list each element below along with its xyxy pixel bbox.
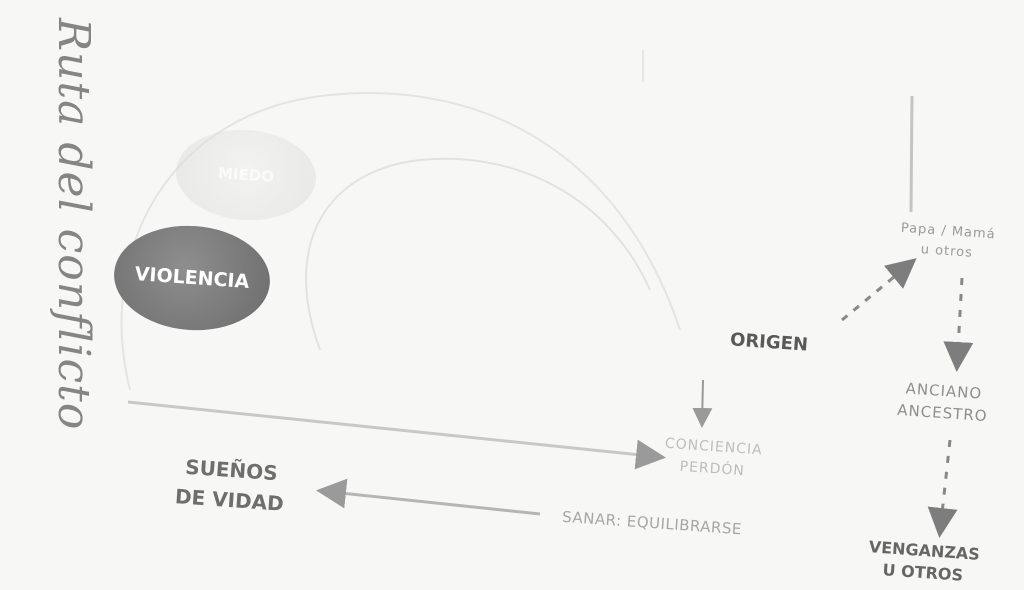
- origin-down-arrow: [692, 379, 713, 428]
- parents-label: Papa / Mamá u otros: [899, 219, 996, 266]
- awareness-label: CONCIENCIA PERDÓN: [663, 433, 764, 484]
- parents-to-elder-arrow: [943, 277, 974, 372]
- dreams-label: SUEÑOS DE VIDAD: [174, 451, 287, 518]
- elder-label: ANCIANO ANCESTRO: [897, 377, 990, 427]
- faint-arc-inner: [305, 157, 651, 351]
- heal-to-dreams-arrow: [316, 478, 541, 516]
- elder-to-revenge-arrow: [927, 439, 958, 538]
- revenge-label: VENGANZAS U OTROS: [867, 536, 981, 588]
- parents-vertical-line: [909, 95, 914, 213]
- violence-label: VIOLENCIA: [134, 263, 250, 293]
- origin-to-parents-arrow: [841, 258, 917, 322]
- diagram-title: Ruta del conflicto: [48, 18, 99, 431]
- baseline-arrow: [127, 400, 666, 470]
- top-ellipse-label: MIEDO: [217, 164, 275, 186]
